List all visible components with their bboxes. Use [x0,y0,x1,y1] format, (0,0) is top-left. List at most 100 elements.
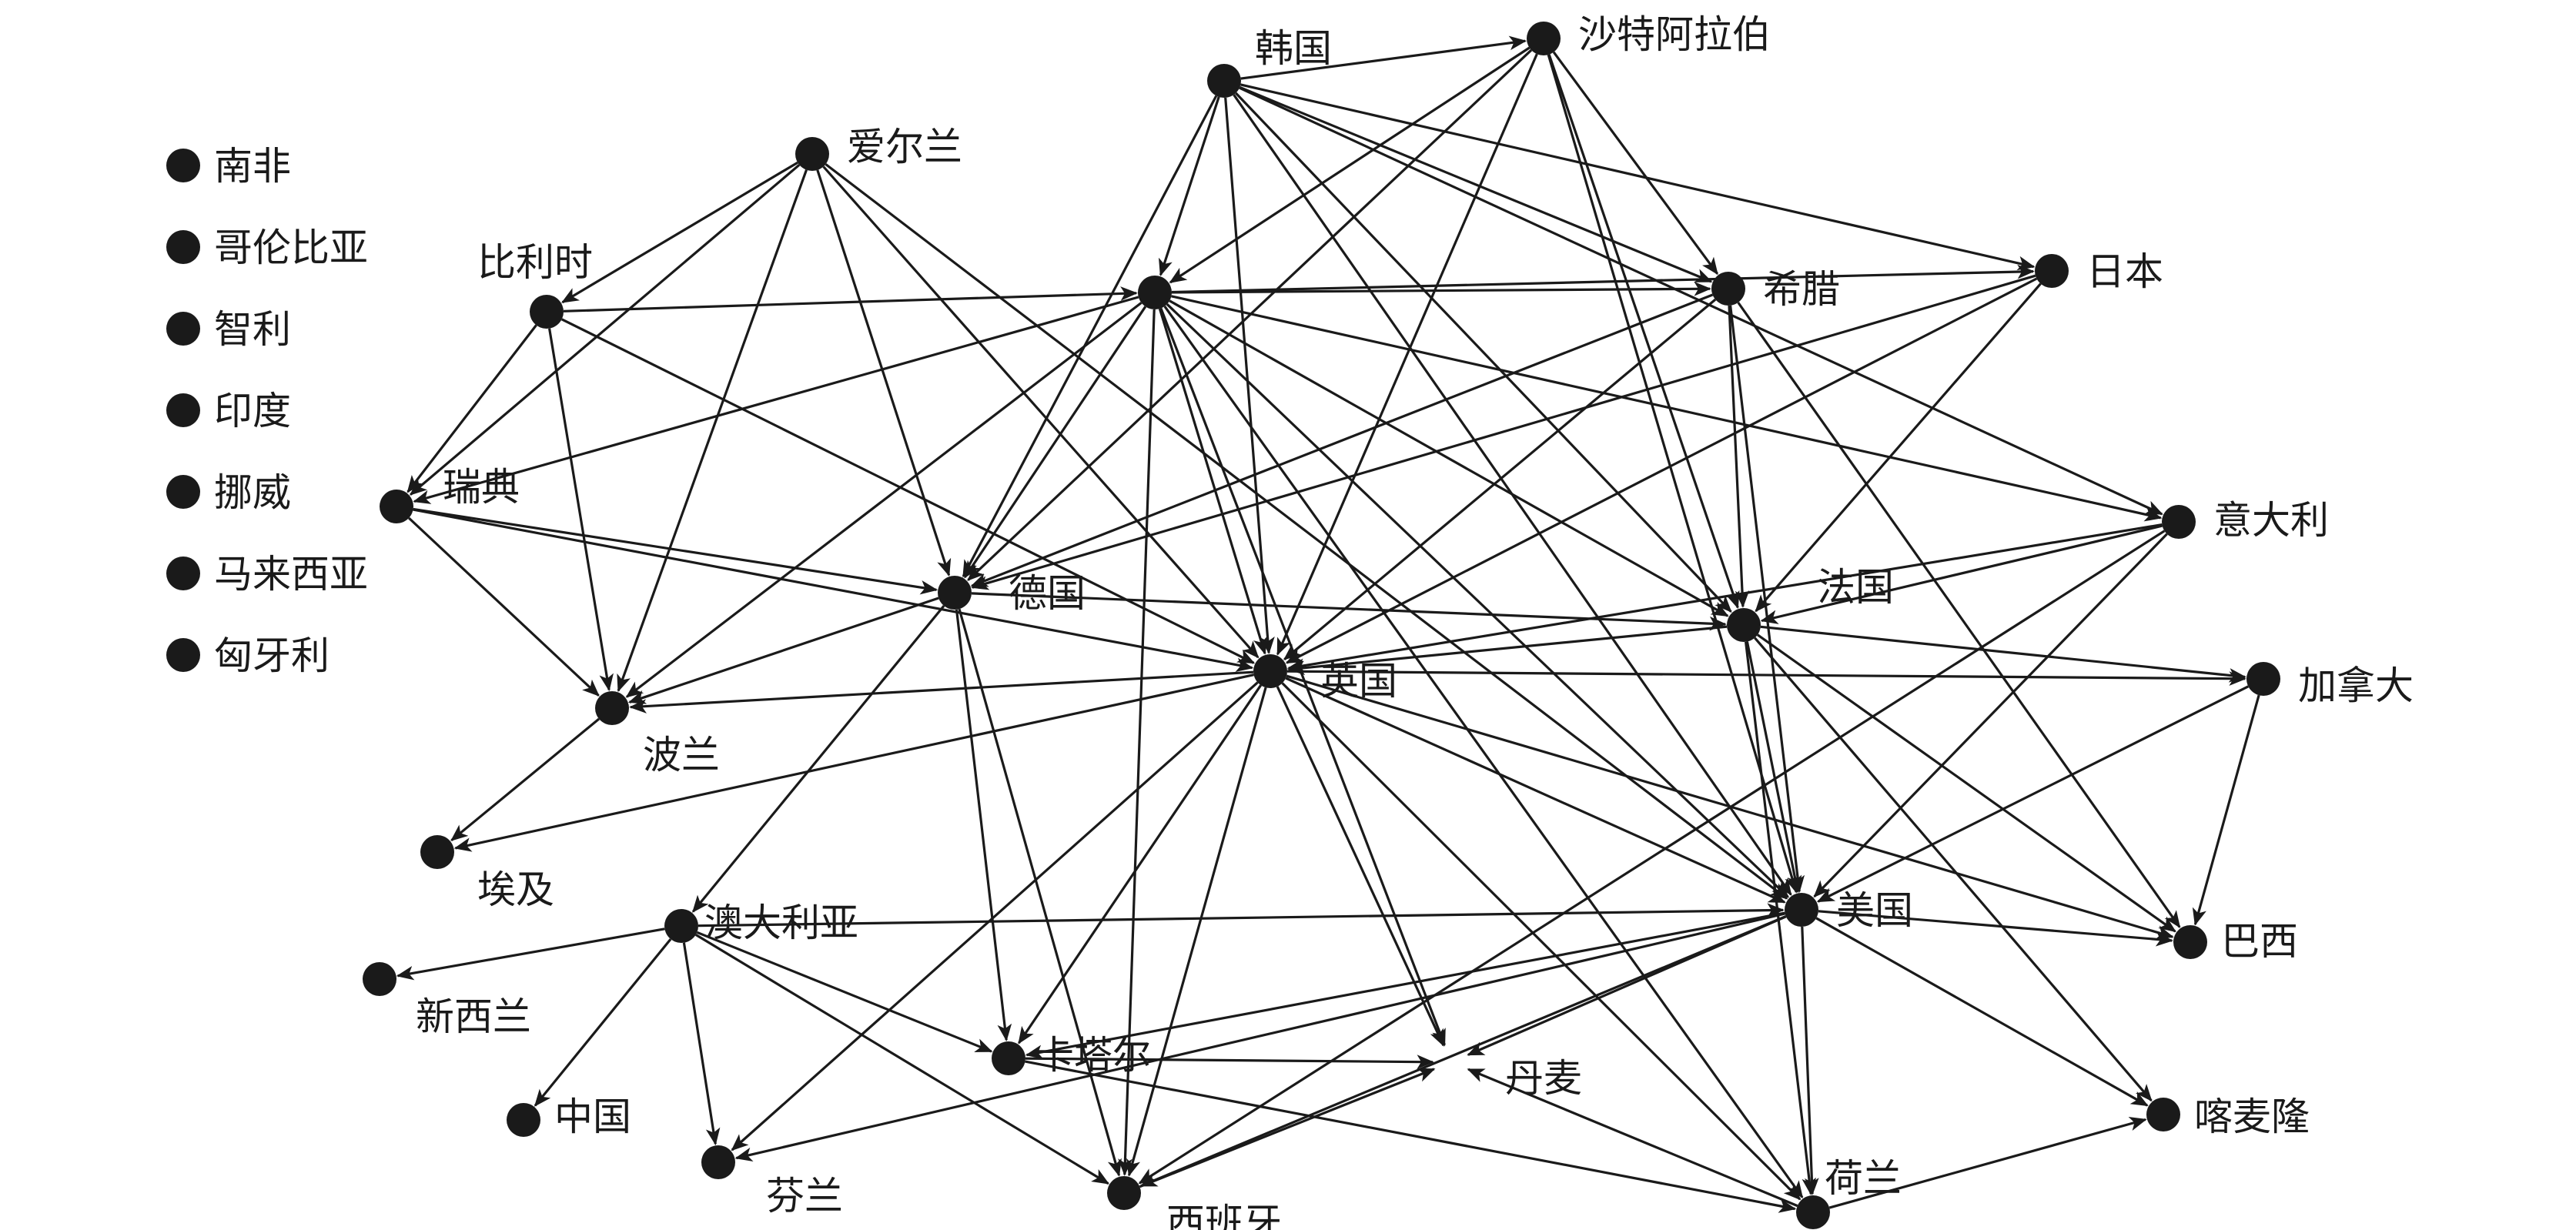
edge-deguo-aodaliya [691,604,945,913]
edge-aodaliya-xinxilan [396,928,665,981]
node-dot [1138,276,1172,309]
node-label: 荷兰 [1825,1156,1902,1201]
isolated-node-label: 南非 [214,144,291,189]
node-bilishi: 比利时 [477,240,593,329]
edge-hanguo-shatealabo [1240,35,1527,80]
edge-xila-deguo [970,293,1714,587]
edge-hanguo-yingguo [1224,97,1275,654]
edge-meiguo-fenlan [734,912,1785,1162]
edges-layer [396,35,2260,1213]
edge-aierlan-deguo [816,169,952,577]
edge-deguo_top-riben [1171,264,2035,294]
edge-yingguo-helan [1281,682,1802,1201]
edge-deguo_top-helan [1163,305,1804,1199]
edge-deguo-xibanya [958,608,1122,1177]
node-dot [992,1041,1025,1075]
edge-meiguo-baxi [1818,910,2173,947]
node-label: 中国 [554,1095,631,1139]
node-dot [595,691,629,725]
edge-jianada-baxi [2192,694,2260,926]
edge-deguo_top-yingguo [1158,308,1267,655]
edge-deguo-faguo [971,592,1727,631]
node-xila: 希腊 [1711,267,1840,312]
node-fenlan: 芬兰 [701,1145,843,1218]
isolated-node-label: 马来西亚 [214,552,368,597]
edge-hanguo-riben [1240,83,2036,271]
edge-kataer-helan [1025,1060,1797,1213]
edge-faguo-meiguo [1745,641,1802,894]
edge-yidali-meiguo [1813,533,2168,898]
node-label: 新西兰 [416,994,531,1039]
edge-deguo_top-yidali [1171,295,2163,522]
isolated-node-label: 智利 [214,307,291,352]
node-faguo: 法国 [1727,565,1894,642]
node-dot [1796,1195,1830,1229]
edge-xila-faguo [1728,305,1750,608]
edge-yingguo-baxi [1286,674,2174,940]
edge-deguo_top-danmai [1159,307,1446,1047]
edge-aierlan-bilishi [560,161,798,304]
node-meiguo: 美国 [1785,888,1913,933]
node-zhongguo: 中国 [507,1095,631,1139]
node-dot [938,576,972,610]
node-xinxilan: 新西兰 [363,962,531,1039]
edge-meiguo-kamailong [1815,917,2149,1107]
node-label: 意大利 [2213,498,2329,543]
edge-bilishi-ruidian [406,324,537,493]
node-label: 波兰 [643,733,720,777]
edge-helan-danmai [1467,1068,1798,1208]
edge-shatealabo-xila [1552,51,1718,276]
node-dot [507,1103,540,1137]
node-hanguo: 韩国 [1207,26,1332,98]
node-deguo_top [1138,276,1172,309]
isolated-node: 挪威 [166,470,291,515]
node-label: 英国 [1320,659,1397,704]
edge-aierlan-ruidian [409,163,801,496]
nodes-layer: 韩国沙特阿拉伯爱尔兰比利时希腊日本瑞典德国意大利法国英国加拿大波兰埃及澳大利亚美… [363,12,2414,1230]
node-label: 沙特阿拉伯 [1578,12,1771,57]
node-baxi: 巴西 [2173,919,2298,964]
isolated-node-dot [166,312,200,346]
node-dot [530,295,564,329]
node-label: 巴西 [2221,919,2298,964]
edge-yingguo-xibanya [1126,687,1267,1177]
isolated-node: 印度 [166,389,291,433]
node-dot [2246,662,2280,696]
edge-aodaliya-meiguo [698,903,1785,928]
edge-xila-yingguo [1283,298,1717,660]
edge-aodaliya-xibanya [694,934,1110,1185]
node-label: 比利时 [477,240,593,285]
edge-yingguo-bolan [629,670,1254,714]
node-label: 芬兰 [766,1174,843,1218]
edge-shatealabo-deguo [967,48,1533,581]
node-dot [1253,654,1287,688]
isolated-node-dot [166,638,200,672]
node-ruidian: 瑞典 [380,465,520,523]
isolated-node-dot [166,557,200,590]
isolated-node-label: 匈牙利 [214,633,330,678]
node-label: 卡塔尔 [1035,1033,1151,1078]
edge-hanguo-faguo [1235,92,1732,613]
edge-deguo_top-xibanya [1118,309,1156,1176]
edge-riben-yingguo [1285,277,2038,664]
node-kamailong: 喀麦隆 [2146,1095,2310,1139]
edge-yingguo-aiji [453,673,1254,852]
edge-kataer-danmai [1025,1055,1434,1069]
edge-aodaliya-zhongguo [534,938,672,1107]
node-label: 德国 [1009,571,1086,616]
edge-riben-faguo [1755,282,2042,613]
edge-faguo-baxi [1756,633,2176,933]
edge-bilishi-bolan [548,328,614,692]
node-yingguo: 英国 [1253,654,1397,704]
isolated-node: 智利 [166,307,291,352]
edge-helan-kamailong [1828,1117,2147,1209]
edge-aierlan-yingguo [822,165,1260,659]
node-dot [1785,893,1818,927]
node-dot [2173,925,2207,959]
node-danmai: 丹麦 [1505,1056,1582,1101]
edge-yingguo-fenlan [731,681,1259,1151]
node-yidali: 意大利 [2162,498,2329,543]
edge-ruidian-bolan [408,516,600,697]
node-riben: 日本 [2035,249,2163,294]
edge-ruidian-deguo [413,507,938,595]
